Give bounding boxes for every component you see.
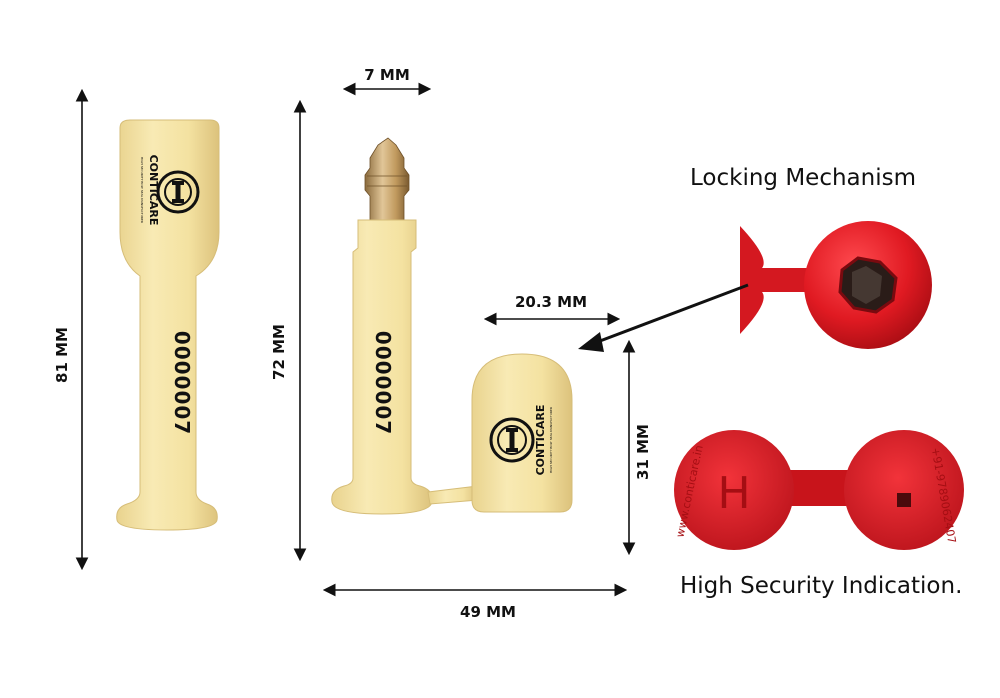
seal-lock-body: CONTICARE HIGH SECURITY BOLT SEAL MANUFA…	[116, 119, 220, 531]
pointer-arrow	[578, 283, 749, 352]
brand-name: CONTICARE	[147, 155, 160, 226]
dimension-label-81mm: 81 MM	[53, 327, 71, 383]
conticare-logo-cap	[489, 417, 535, 463]
conticare-logo	[156, 170, 200, 214]
dimension-31mm: 31 MM	[622, 339, 652, 556]
brand-name-cap: CONTICARE	[534, 405, 547, 476]
high-security-indication-caption: High Security Indication.	[680, 573, 963, 599]
dimension-label-7mm: 7 MM	[364, 66, 410, 84]
serial-number: 0000007	[170, 331, 194, 435]
serial-number-bolt: 0000007	[371, 331, 395, 435]
seal-bolt-pin: 0000007	[331, 137, 479, 515]
dimension-72mm: 72 MM	[270, 99, 307, 562]
dimension-label-49mm: 49 MM	[460, 603, 516, 621]
dimension-label-20-3mm: 20.3 MM	[515, 293, 587, 311]
indication-letter: H	[717, 468, 750, 519]
brand-tagline-cap: HIGH SECURITY BOLT SEAL MANUFACTURER	[549, 407, 553, 473]
high-security-indication-closeup: H www.conticare.in +91-9789062407	[673, 430, 964, 550]
dimension-49mm: 49 MM	[322, 583, 628, 621]
locking-mechanism-closeup	[740, 221, 932, 349]
dimension-7mm: 7 MM	[342, 66, 432, 96]
dimension-81mm: 81 MM	[53, 88, 89, 571]
brand-tagline: HIGH SECURITY BOLT SEAL MANUFACTURER	[140, 157, 144, 223]
dimension-label-72mm: 72 MM	[270, 324, 288, 380]
seal-cap: CONTICARE HIGH SECURITY BOLT SEAL MANUFA…	[471, 353, 573, 513]
dimension-label-31mm: 31 MM	[634, 424, 652, 480]
dimension-20-3mm: 20.3 MM	[483, 293, 621, 326]
locking-mechanism-caption: Locking Mechanism	[690, 165, 916, 191]
